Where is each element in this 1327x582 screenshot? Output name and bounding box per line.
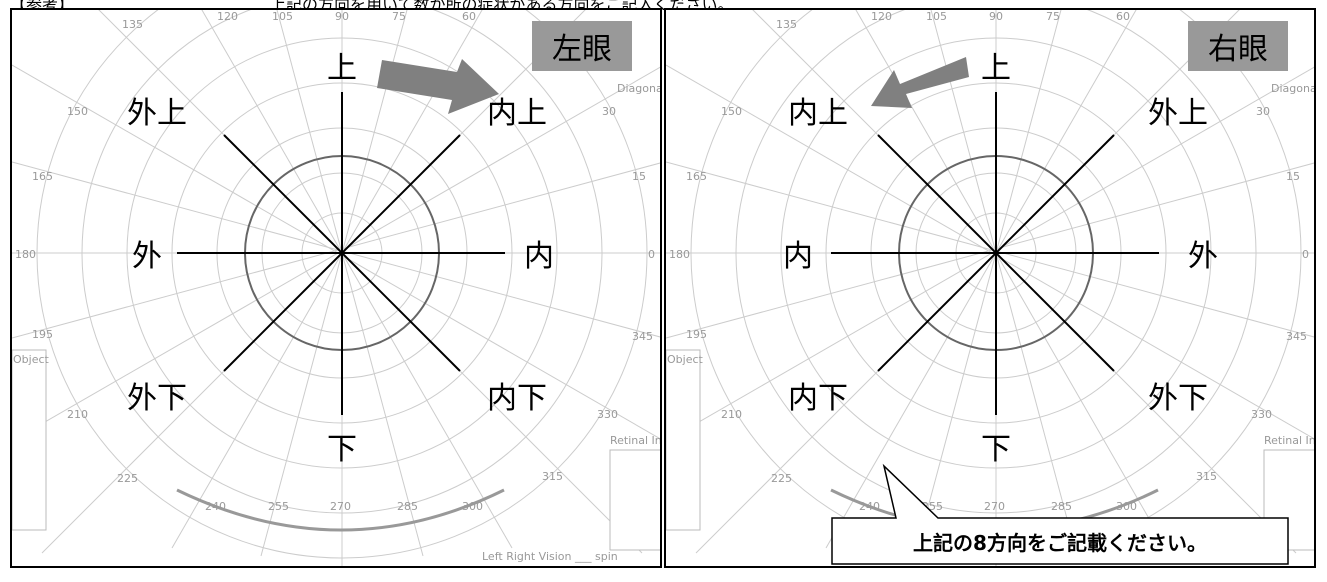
right-angle-label: 105 (926, 10, 947, 23)
right-angle-label: 75 (1046, 10, 1060, 23)
right-angle-label: 270 (984, 500, 1005, 513)
right-arrow-icon (871, 57, 969, 108)
callout-text: 上記の8方向をご記載ください。 (913, 530, 1207, 555)
right-eye-panel: 135 120 105 90 75 60 150 165 180 195 210… (664, 8, 1316, 568)
left-angle-label: 60 (462, 10, 476, 23)
left-axis-diagonal-b (223, 134, 461, 372)
right-angle-label: 210 (721, 408, 742, 421)
left-angle-label: 270 (330, 500, 351, 513)
right-diagonal-label: Diagonal (1271, 82, 1316, 95)
left-angle-label: 345 (632, 330, 653, 343)
right-angle-label: 135 (776, 18, 797, 31)
right-angle-label: 180 (669, 248, 690, 261)
right-dir-nasal: 内 (783, 239, 813, 274)
right-angle-label: 345 (1286, 330, 1307, 343)
left-angle-label: 210 (67, 408, 88, 421)
left-dir-temporal-down: 外下 (127, 381, 187, 416)
right-angle-label: 165 (686, 170, 707, 183)
right-direction-axes (831, 92, 1159, 415)
right-angle-label: 15 (1286, 170, 1300, 183)
left-bottom-note: Left Right Vision ___ spin (482, 550, 618, 563)
left-perimetry-chart (12, 10, 660, 566)
right-angle-label: 60 (1116, 10, 1130, 23)
left-dir-temporal: 外 (132, 239, 162, 274)
right-dir-nasal-up: 内上 (788, 96, 848, 131)
right-axis-diagonal-b (877, 134, 1115, 372)
left-intensity-table (609, 449, 660, 551)
left-angle-label: 255 (268, 500, 289, 513)
left-dir-nasal-up: 内上 (487, 96, 547, 131)
left-arrow-icon (377, 59, 499, 114)
left-angle-label: 285 (397, 500, 418, 513)
left-angle-label: 195 (32, 328, 53, 341)
left-grid (12, 10, 660, 566)
right-angle-label: 255 (922, 500, 943, 513)
left-intensity-title: Retinal Intensity (610, 434, 662, 447)
right-angle-label: 315 (1196, 470, 1217, 483)
left-dir-nasal-down: 内下 (487, 381, 547, 416)
header-instruction: 上記の方向を用いて数か所の症状がある方向をご記入ください。 (270, 0, 734, 10)
left-angle-label: 75 (392, 10, 406, 23)
right-object-table (666, 349, 701, 531)
left-angle-label: 135 (122, 18, 143, 31)
left-eye-tag: 左眼 (532, 21, 632, 71)
header-partial: 【参考】 上記の方向を用いて数か所の症状がある方向をご記入ください。 (0, 0, 1327, 10)
left-angle-label: 15 (632, 170, 646, 183)
right-intensity-title: Retinal Intensity (1264, 434, 1316, 447)
right-angle-label: 90 (989, 10, 1003, 23)
right-dir-temporal-down: 外下 (1148, 381, 1208, 416)
right-dir-down: 下 (981, 432, 1011, 467)
left-eye-panel: 135 120 105 90 75 60 150 165 180 195 210… (10, 8, 662, 568)
right-grid (666, 10, 1314, 566)
left-object-title: Object (13, 353, 49, 366)
right-angle-label: 30 (1256, 105, 1270, 118)
left-diagonal-label: Diagonal (617, 82, 662, 95)
left-angle-label: 150 (67, 105, 88, 118)
left-angle-label: 180 (15, 248, 36, 261)
left-angle-label: 120 (217, 10, 238, 23)
right-perimetry-chart (666, 10, 1314, 566)
right-dir-up: 上 (981, 51, 1011, 86)
left-angle-label: 300 (462, 500, 483, 513)
left-angle-label: 240 (205, 500, 226, 513)
right-angle-label: 150 (721, 105, 742, 118)
right-dir-nasal-down: 内下 (788, 381, 848, 416)
left-angle-label: 90 (335, 10, 349, 23)
header-prefix: 【参考】 (10, 0, 75, 10)
right-angle-label: 285 (1051, 500, 1072, 513)
left-object-table (12, 349, 47, 531)
left-angle-label: 0 (648, 248, 655, 261)
left-dir-temporal-up: 外上 (127, 96, 187, 131)
right-angle-label: 225 (771, 472, 792, 485)
right-angle-label: 120 (871, 10, 892, 23)
left-dir-down: 下 (327, 432, 357, 467)
left-bottom-arc (176, 488, 505, 532)
left-angle-label: 105 (272, 10, 293, 23)
right-dir-temporal: 外 (1188, 239, 1218, 274)
left-angle-label: 330 (597, 408, 618, 421)
left-angle-label: 315 (542, 470, 563, 483)
left-angle-label: 30 (602, 105, 616, 118)
right-angle-label: 330 (1251, 408, 1272, 421)
left-angle-label: 225 (117, 472, 138, 485)
right-dir-temporal-up: 外上 (1148, 96, 1208, 131)
left-dir-up: 上 (327, 51, 357, 86)
right-angle-label: 0 (1302, 248, 1309, 261)
right-eye-tag: 右眼 (1188, 21, 1288, 71)
left-angle-label: 165 (32, 170, 53, 183)
right-angle-label: 240 (859, 500, 880, 513)
right-object-title: Object (667, 353, 703, 366)
right-angle-label: 300 (1116, 500, 1137, 513)
right-angle-label: 195 (686, 328, 707, 341)
left-dir-nasal: 内 (524, 239, 554, 274)
left-direction-axes (177, 92, 505, 415)
